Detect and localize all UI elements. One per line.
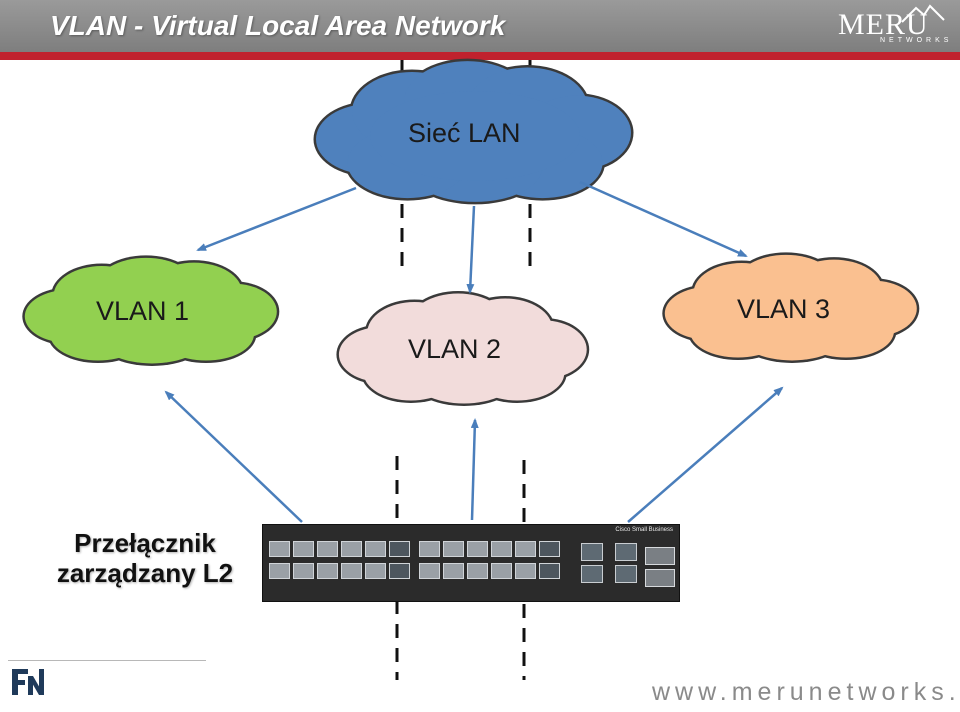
switch-label-line1: Przełącznik	[74, 528, 216, 558]
switch-port-row-bottom	[269, 563, 560, 579]
arrow-lan-to-vlan3	[579, 180, 748, 258]
switch-port	[515, 563, 536, 579]
switch-port	[365, 541, 386, 557]
switch-port	[467, 541, 488, 557]
switch-uplink-port	[581, 543, 603, 561]
switch-uplink-port	[615, 565, 637, 583]
switch-port	[539, 563, 560, 579]
cloud-fill-bump	[68, 280, 236, 348]
cloud-fill-bump	[381, 317, 547, 387]
switch-port	[491, 541, 512, 557]
meru-logo: MERU	[838, 8, 929, 41]
switch-label-line2: zarządzany L2	[56, 558, 234, 588]
switch-uplink-port	[615, 543, 637, 561]
switch-port	[365, 563, 386, 579]
switch-port	[443, 541, 464, 557]
header-bar	[0, 0, 960, 56]
arrow-switch-to-vlan3	[627, 386, 784, 523]
switch-port	[443, 563, 464, 579]
switch-port	[491, 563, 512, 579]
mountain-icon	[901, 4, 945, 23]
switch-brand: Cisco Small Business	[615, 527, 673, 533]
switch-port	[269, 563, 290, 579]
slide-title: VLAN - Virtual Local Area Network	[50, 10, 506, 41]
cloud-vlan1	[22, 255, 280, 366]
arrow-switch-to-vlan2	[470, 418, 479, 521]
switch-port	[269, 541, 290, 557]
meru-logo-subtext: NETWORKS	[880, 37, 953, 44]
switch-uplink-port	[581, 565, 603, 583]
arrow-switch-to-vlan1	[164, 390, 303, 523]
cloud-vlan3	[662, 252, 920, 363]
cloud-vlan2	[336, 291, 590, 406]
network-switch: Cisco Small Business	[262, 524, 680, 602]
node-label-vlan2: VLAN 2	[408, 334, 502, 364]
switch-port	[467, 563, 488, 579]
node-label-vlan3: VLAN 3	[737, 294, 831, 324]
footer-url: www.merunetworks.pl	[652, 678, 960, 706]
switch-sfp-port	[645, 569, 675, 587]
switch-port	[539, 541, 560, 557]
arrow-lan-to-vlan2	[466, 205, 476, 294]
switch-port-row-top	[269, 541, 560, 557]
fn-logo-icon	[12, 669, 44, 695]
footer-divider	[8, 660, 206, 661]
header-stripe	[0, 52, 960, 60]
switch-label: Przełącznik zarządzany L2	[30, 528, 260, 588]
switch-port	[317, 541, 338, 557]
switch-port	[419, 563, 440, 579]
switch-port	[293, 541, 314, 557]
cloud-fill-bump	[708, 277, 876, 345]
switch-port	[515, 541, 536, 557]
arrow-lan-to-vlan1	[196, 186, 357, 252]
node-label-vlan1: VLAN 1	[96, 296, 190, 326]
switch-port	[293, 563, 314, 579]
switch-port	[317, 563, 338, 579]
node-label-lan: Sieć LAN	[408, 118, 521, 148]
cloud-lan	[313, 58, 634, 205]
switch-port	[419, 541, 440, 557]
switch-port	[389, 541, 410, 557]
cloud-fill-bump	[370, 91, 580, 181]
switch-port	[389, 563, 410, 579]
switch-sfp-port	[645, 547, 675, 565]
switch-port	[341, 541, 362, 557]
switch-port	[341, 563, 362, 579]
